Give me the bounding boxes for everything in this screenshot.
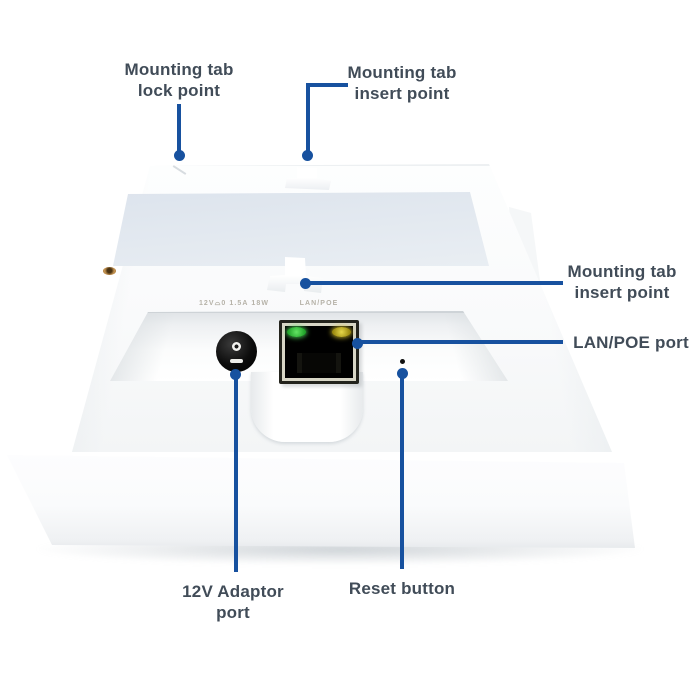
activity-led-amber: [332, 327, 351, 337]
label-line: insert point: [574, 283, 670, 302]
screw: [103, 267, 116, 275]
cavity-rim: [142, 311, 466, 313]
panel-right-edge-shade: [497, 164, 612, 452]
callout-line-insert-point-side: [310, 281, 563, 285]
callout-label-lan-poe: LAN/POE port: [564, 332, 691, 353]
callout-dot-adaptor-port: [230, 369, 241, 380]
reset-pinhole: [400, 359, 405, 364]
callout-label-adaptor-port: 12V Adaptor port: [153, 581, 313, 623]
label-line: 12V Adaptor: [182, 582, 284, 601]
callout-line-insert-point-top-v: [306, 83, 310, 152]
callout-label-reset-button: Reset button: [322, 578, 482, 599]
label-line: Mounting tab: [567, 262, 677, 281]
callout-line-adaptor-port: [234, 377, 238, 572]
callout-dot-lock-point: [174, 150, 185, 161]
jack-bottom-notch: [230, 359, 243, 363]
label-line: Mounting tab: [124, 60, 234, 79]
label-line: insert point: [354, 84, 450, 103]
lan-poe-port-jack: [279, 320, 359, 384]
callout-dot-reset-button: [397, 368, 408, 379]
label-line: lock point: [137, 81, 221, 100]
label-line: port: [216, 603, 250, 622]
callout-label-insert-point-top: Mounting tab insert point: [322, 62, 482, 104]
callout-label-lock-point: Mounting tab lock point: [99, 59, 259, 101]
callout-label-insert-point-side: Mounting tab insert point: [542, 261, 691, 303]
dc-power-jack: [216, 331, 257, 372]
callout-line-insert-point-top-h: [306, 83, 348, 87]
panel-top-edge: [127, 164, 517, 166]
label-recess: [113, 192, 489, 266]
band-fold-line: [66, 453, 618, 455]
device-front-band: [7, 453, 635, 548]
callout-dot-lan-poe: [352, 338, 363, 349]
label-line: Reset button: [348, 579, 456, 598]
link-led-green: [287, 327, 306, 337]
callout-line-lan-poe: [360, 340, 563, 344]
printed-label-lan: LAN/POE: [299, 300, 339, 307]
printed-label-power: 12V⌓0 1.5A 18W: [198, 300, 270, 307]
callout-line-lock-point: [177, 104, 181, 152]
callout-dot-insert-point-top: [302, 150, 313, 161]
rj45-slot: [297, 353, 341, 373]
jack-center-pin: [232, 342, 241, 351]
callout-line-reset-button: [400, 376, 404, 569]
label-line: Mounting tab: [347, 63, 457, 82]
callout-dot-insert-point-side: [300, 278, 311, 289]
label-line: LAN/POE port: [573, 333, 689, 352]
